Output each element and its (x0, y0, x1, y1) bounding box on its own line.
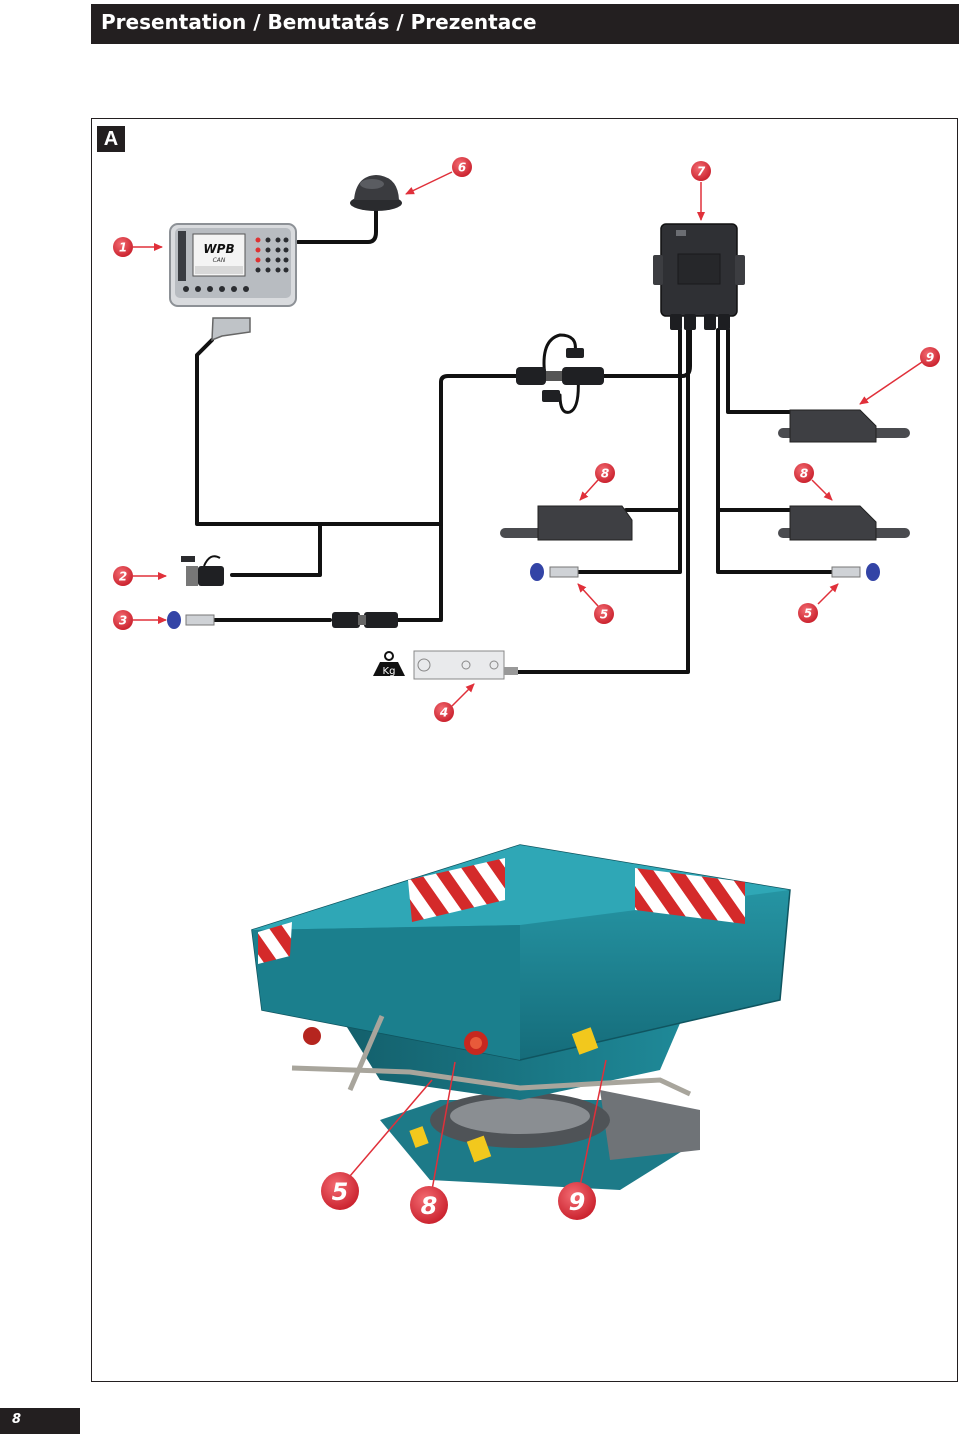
photo-callout-9: 9 (558, 1182, 596, 1220)
callout-6: 6 (452, 157, 472, 177)
weight-symbol: Kg (383, 666, 396, 677)
ecu-box (653, 224, 745, 330)
console-loom-cable (197, 340, 441, 620)
gps-cable (298, 206, 376, 242)
sensor-3 (167, 611, 214, 629)
actuator-8-right (778, 506, 910, 540)
load-cell (414, 651, 518, 679)
svg-text:2: 2 (119, 570, 127, 584)
actuator-9 (778, 410, 910, 442)
callout-8-left: 8 (595, 463, 615, 483)
svg-text:5: 5 (600, 608, 608, 622)
sensor-2 (181, 556, 224, 586)
svg-text:1: 1 (119, 241, 127, 255)
svg-text:9: 9 (926, 351, 934, 365)
svg-text:5: 5 (804, 607, 812, 621)
svg-text:8: 8 (800, 467, 808, 481)
callout-1: 1 (113, 237, 133, 257)
svg-text:8: 8 (601, 467, 609, 481)
spreader-illustration (252, 845, 790, 1190)
actuator9-cable (728, 330, 790, 412)
bus-connectors (516, 348, 604, 402)
gps-antenna (350, 175, 402, 211)
callout-4: 4 (434, 702, 454, 722)
svg-text:8: 8 (421, 1192, 438, 1220)
callout-3: 3 (113, 610, 133, 630)
weight-icon: Kg (373, 652, 405, 677)
bus-cable-right (604, 330, 690, 376)
svg-text:9: 9 (569, 1188, 586, 1216)
actuator8a-cable (626, 330, 680, 510)
sensor3-connectors (332, 612, 398, 628)
callout-5-left: 5 (594, 604, 614, 624)
svg-text:5: 5 (332, 1178, 349, 1206)
sensor2-cable (232, 524, 320, 575)
svg-text:4: 4 (439, 706, 448, 720)
bus-cable-left (441, 376, 516, 524)
callout-7: 7 (691, 161, 711, 181)
page-number-box: 8 (0, 1408, 80, 1434)
sensor-5-right (832, 563, 880, 581)
console-sub: CAN (213, 257, 226, 264)
callout-5-right: 5 (798, 603, 818, 623)
console-brand: WPB (203, 242, 234, 256)
callout-2: 2 (113, 566, 133, 586)
photo-callout-8: 8 (410, 1186, 448, 1224)
page-number: 8 (12, 1412, 21, 1427)
svg-text:6: 6 (458, 161, 466, 175)
svg-text:7: 7 (697, 165, 706, 179)
sensor-5-left (530, 563, 578, 581)
callout-8-right: 8 (794, 463, 814, 483)
svg-text:3: 3 (119, 614, 127, 628)
callout-9: 9 (920, 347, 940, 367)
control-console: WPB CAN (170, 224, 296, 340)
actuator-8-left (500, 506, 632, 540)
photo-callout-5: 5 (321, 1172, 359, 1210)
